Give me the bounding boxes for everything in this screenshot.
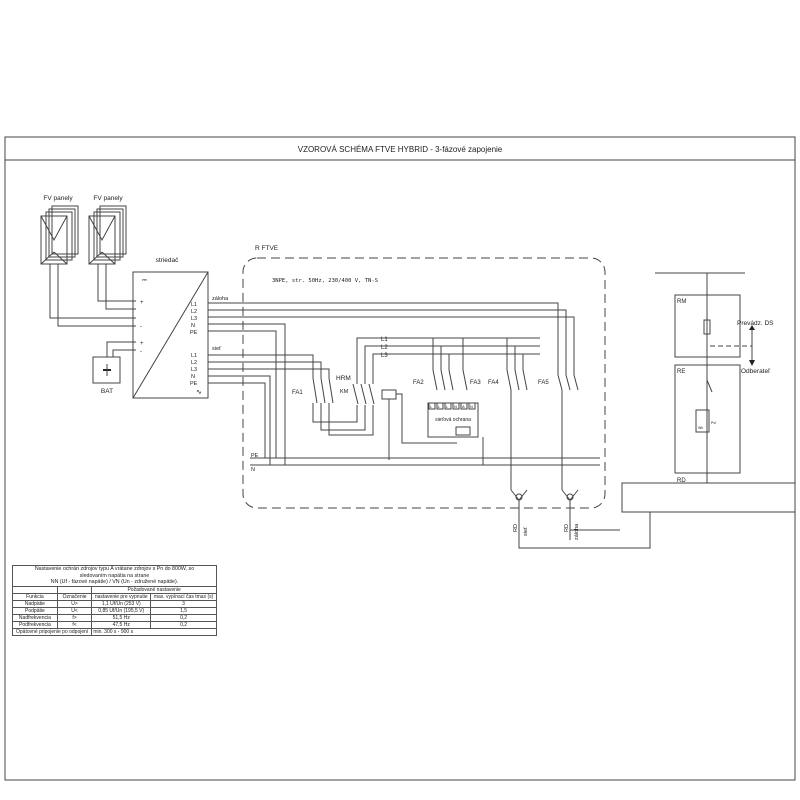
svg-text:Pvl: Pvl (711, 421, 716, 425)
svg-text:L2: L2 (191, 309, 197, 315)
inverter-label: striedač (156, 257, 180, 264)
grid-label: sieť (212, 346, 222, 352)
svg-text:L: L (430, 404, 433, 409)
cable-labels: RD sieť RD záloha (513, 523, 580, 540)
fa5-breaker: FA5 (538, 374, 579, 391)
svg-text:FA2: FA2 (413, 380, 424, 386)
svg-text:N: N (251, 467, 255, 473)
svg-text:záloha: záloha (574, 523, 580, 540)
backup-label: záloha (212, 296, 229, 302)
fa1-breaker: FA1 (292, 377, 334, 404)
svg-text:L1: L1 (191, 353, 197, 359)
hrm-contactor: HRM KM (336, 375, 397, 405)
svg-text:-: - (140, 349, 142, 355)
svg-text:RD: RD (513, 524, 519, 532)
svg-text:N: N (454, 404, 457, 409)
svg-text:FA4: FA4 (488, 380, 499, 386)
battery-box (92, 356, 121, 384)
svg-text:L3: L3 (191, 367, 197, 373)
svg-text:FV panely: FV panely (93, 195, 123, 202)
svg-text:N: N (191, 323, 195, 329)
pv-panel-1: FV panely (40, 195, 79, 265)
svg-text:N: N (191, 374, 195, 380)
svg-text:HRM: HRM (336, 375, 351, 382)
svg-text:L1: L1 (381, 337, 388, 343)
inverter-box (132, 271, 209, 399)
pv-panel-2: FV panely (88, 195, 127, 265)
svg-text:RD: RD (677, 478, 686, 484)
grid-protection-relay: L L L N A N sieťová ochrana (427, 402, 479, 438)
re-box (674, 364, 741, 474)
fa3-breaker: FA3 (462, 338, 481, 391)
svg-text:L: L (446, 404, 449, 409)
customer-label: Odberateľ (741, 368, 770, 375)
svg-text:L3: L3 (381, 353, 388, 359)
fa4-breaker: FA4 (488, 338, 528, 391)
battery-label: BAT (101, 388, 113, 395)
ftve-enclosure (242, 257, 606, 509)
svg-text:FA1: FA1 (292, 390, 303, 396)
svg-text:FA5: FA5 (538, 380, 549, 386)
svg-text:L2: L2 (381, 345, 388, 351)
outer-frame (4, 136, 796, 781)
svg-text:RD: RD (564, 524, 570, 532)
svg-text:RM: RM (677, 299, 686, 305)
svg-text:+: + (140, 341, 144, 347)
svg-text:L: L (438, 404, 441, 409)
svg-text:FA3: FA3 (470, 380, 481, 386)
svg-text:N: N (470, 404, 473, 409)
fa2-breaker: FA2 (413, 338, 454, 391)
svg-text:L3: L3 (191, 316, 197, 322)
svg-text:sieťová ochrana: sieťová ochrana (435, 417, 471, 423)
protection-settings-table: Nastavenie ochrán zdrojov typu A vrátane… (11, 565, 217, 636)
svg-text:PE: PE (190, 381, 198, 387)
svg-text:L2: L2 (191, 360, 197, 366)
ftve-spec: 3NPE, str. 50Hz, 230/400 V, TN-S (272, 278, 378, 284)
rd-box (621, 482, 796, 513)
svg-text:A: A (462, 404, 465, 409)
svg-text:PE: PE (251, 453, 259, 459)
svg-text:⎓: ⎓ (142, 278, 147, 284)
svg-text:Wh: Wh (698, 426, 703, 430)
svg-text:∿: ∿ (196, 389, 202, 396)
svg-text:PE: PE (190, 330, 198, 336)
svg-text:FV panely: FV panely (43, 195, 73, 202)
svg-text:KM: KM (340, 389, 349, 395)
ftve-label: R FTVE (255, 245, 279, 252)
svg-text:-: - (140, 324, 142, 330)
svg-text:L1: L1 (191, 302, 197, 308)
diagram-title: VZOROVÁ SCHÉMA FTVE HYBRID - 3-fázové za… (298, 145, 503, 154)
operator-label: Prevádz. DS (737, 320, 774, 327)
rm-box (674, 294, 741, 358)
svg-text:sieť: sieť (523, 526, 529, 536)
svg-text:+: + (140, 300, 144, 306)
svg-text:RE: RE (677, 369, 685, 375)
